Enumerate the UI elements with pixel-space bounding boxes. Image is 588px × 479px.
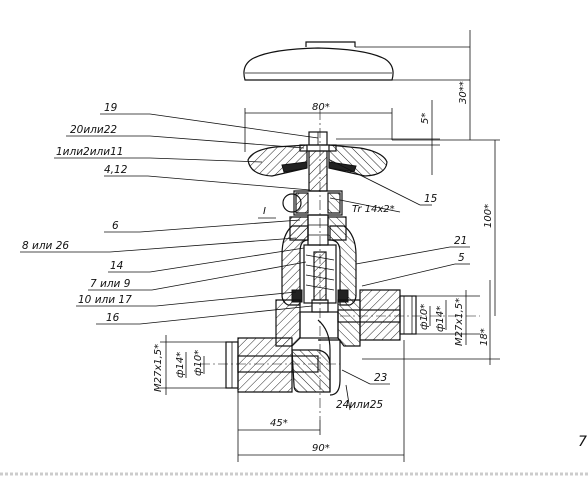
callout-leaders: [20, 113, 470, 411]
dim-left-port-thread-label: M27x1,5*: [153, 344, 164, 392]
dim-right-port-bore-label: ф10*: [419, 304, 430, 330]
callout-7: 7 или 9: [90, 278, 131, 290]
callout-14: 14: [110, 260, 123, 272]
callout-5: 5: [458, 252, 465, 264]
callout-1: 1или2или11: [56, 146, 123, 158]
dim-bottom: 45* 90*: [237, 340, 405, 462]
dim-right-port-height-label: 18*: [479, 328, 490, 346]
callout-10: 10 или 17: [78, 294, 132, 306]
callout-15: 15: [424, 193, 438, 205]
page-number: 7: [578, 434, 587, 450]
dim-overall-length-label: 90*: [312, 443, 330, 454]
callout-24: 24или25: [336, 399, 383, 411]
dim-right-port-thread-label: M27x1,5*: [454, 298, 465, 346]
callout-6: 6: [112, 220, 119, 232]
section-mark: I: [258, 206, 276, 219]
dim-overall-height-label: 100*: [483, 204, 494, 228]
dim-handwheel-width-label: 80*: [312, 102, 330, 113]
dim-right-port-outer-label: ф14*: [435, 306, 446, 332]
dim-left-port-outer-label: ф14*: [175, 352, 186, 378]
dim-overall-height: 100*: [483, 140, 496, 316]
callout-16: 16: [106, 312, 120, 324]
handwheel-section: 80* 5*: [244, 100, 500, 192]
callout-23: 23: [374, 372, 387, 384]
right-port: [337, 280, 500, 365]
dim-left-port-bore-label: ф10*: [193, 350, 204, 376]
dim-handwheel-height: 30**: [355, 30, 471, 140]
dim-stem-gap-label: 5*: [420, 113, 431, 124]
dim-right-port: M27x1,5* ф10* ф14* 18*: [419, 290, 490, 346]
dim-half-length-label: 45*: [270, 418, 288, 429]
callout-19: 19: [104, 102, 118, 114]
callout-21: 21: [454, 235, 467, 247]
handwheel-top-view: [243, 41, 394, 81]
section-mark-label: I: [263, 206, 266, 217]
left-port: [160, 319, 341, 396]
dim-thread-size-label: Tr 14x2*: [352, 204, 395, 215]
dim-handwheel-height-label: 30**: [458, 81, 469, 104]
dim-left-port: M27x1,5* ф14* ф10*: [153, 335, 205, 395]
callout-4: 4,12: [104, 164, 128, 176]
callout-20: 20или22: [70, 124, 117, 136]
callout-8: 8 или 26: [22, 240, 69, 252]
